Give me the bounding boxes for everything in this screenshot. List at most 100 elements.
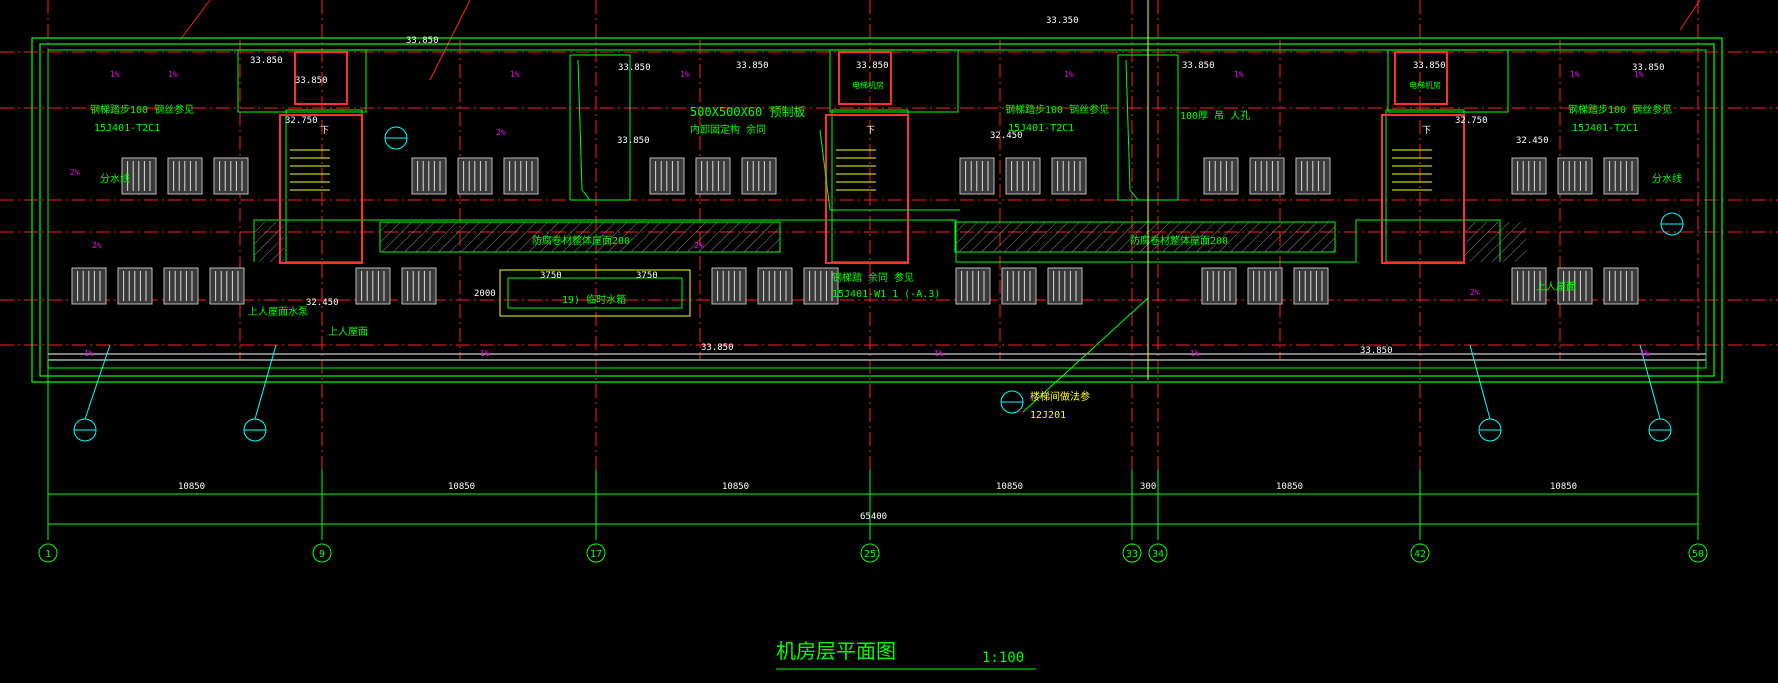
central-box-dim2: 3750: [636, 271, 658, 281]
axis-bubble-42: 42: [1410, 543, 1430, 563]
elev-top: 33.350: [1046, 16, 1079, 26]
rooftop-unit: [1511, 267, 1547, 305]
rooftop-unit: [1557, 267, 1593, 305]
rooftop-unit: [955, 267, 991, 305]
left-note: 钢梯踏步100 钢丝参见: [90, 103, 194, 116]
wall-accents: [279, 51, 1465, 264]
walkway-ref: 15J401-W1 1 (-A.3): [832, 289, 940, 300]
dimension-texts: 10850 10850 10850 10850 300 10850 10850 …: [178, 482, 1577, 522]
elev-10: 32.750: [285, 116, 318, 126]
rooftop-unit: [1557, 157, 1593, 195]
rooftop-unit: [209, 267, 245, 305]
leader-lines: [577, 59, 1139, 211]
elev-14: 32.450: [306, 298, 339, 308]
elev-6: 33.850: [856, 61, 889, 71]
equipment-panel: 500X500X60 预制板: [690, 105, 805, 119]
callout-1-ref: 12J201: [1030, 410, 1066, 421]
svg-text:1%: 1%: [110, 70, 120, 79]
svg-text:2%: 2%: [496, 128, 506, 137]
mid-note: 钢梯踏步100 钢丝参见: [1005, 103, 1109, 116]
dimension-lines: [47, 360, 1699, 540]
svg-text:33: 33: [1126, 549, 1138, 560]
svg-text:25: 25: [864, 549, 876, 560]
svg-text:1%: 1%: [510, 70, 520, 79]
elev-2: 33.850: [250, 56, 283, 66]
rooftop-unit: [163, 267, 199, 305]
elev-17: 33.850: [617, 136, 650, 146]
drawing-title: 机房层平面图: [776, 639, 896, 663]
rooftop-unit: [1047, 267, 1083, 305]
drawing-scale: 1:100: [982, 650, 1024, 666]
svg-text:2%: 2%: [92, 241, 102, 250]
stair-label-3: 下: [1422, 126, 1431, 136]
rooftop-unit: [711, 267, 747, 305]
mid-ref: 15J401-T2C1: [1008, 123, 1074, 134]
rooftop-unit: [695, 157, 731, 195]
axis-bubble-17: 17: [586, 543, 606, 563]
rooftop-unit: [1249, 157, 1285, 195]
rooftop-unit: [1603, 157, 1639, 195]
axis-bubble-25: 25: [860, 543, 880, 563]
rooftop-unit: [167, 157, 203, 195]
elev-12: 32.450: [990, 131, 1023, 141]
rooftop-unit: [1295, 157, 1331, 195]
detail-callouts: [73, 126, 1684, 442]
roof-label-2: 上人屋面: [1536, 281, 1576, 293]
rooftop-unit: [1511, 157, 1547, 195]
elev-3: 33.850: [295, 76, 328, 86]
axis-bubble-34: 34: [1148, 543, 1168, 563]
rooftop-units: [71, 157, 1639, 305]
plan-notes: 钢梯踏步100 钢丝参见 15J401-T2C1 钢梯踏步100 钢丝参见 15…: [90, 80, 1682, 338]
rooftop-unit: [411, 157, 447, 195]
elev-5: 33.850: [736, 61, 769, 71]
drain-1: 分水线: [100, 172, 130, 185]
hole-note: 100厚 吊 人孔: [1180, 110, 1250, 122]
axis-bubble-1: 1: [38, 543, 58, 563]
rooftop-unit: [213, 157, 249, 195]
dim-seg-6: 10850: [1276, 482, 1303, 492]
svg-text:1%: 1%: [84, 349, 94, 358]
rooftop-unit: [457, 157, 493, 195]
svg-text:42: 42: [1414, 549, 1426, 560]
diagonal-reference-lines: [179, 0, 1701, 81]
rooftop-unit: [803, 267, 839, 305]
elev-9: 33.850: [1632, 63, 1665, 73]
svg-text:1: 1: [45, 549, 51, 560]
rooftop-unit: [1001, 267, 1037, 305]
axis-bubble-9: 9: [312, 543, 332, 563]
svg-text:1%: 1%: [168, 70, 178, 79]
water-label: 上人屋面水泵: [248, 306, 308, 318]
rooftop-unit: [117, 267, 153, 305]
rooftop-unit: [959, 157, 995, 195]
svg-text:9: 9: [319, 549, 325, 560]
rooftop-unit: [355, 267, 391, 305]
rooftop-unit: [121, 157, 157, 195]
svg-text:2%: 2%: [70, 168, 80, 177]
elev-16: 33.850: [1360, 346, 1393, 356]
rooftop-unit: [1603, 267, 1639, 305]
right-ref: 15J401-T2C1: [1572, 123, 1638, 134]
rooftop-unit: [1293, 267, 1329, 305]
building-outline: [31, 37, 1723, 383]
rooftop-unit: [503, 157, 539, 195]
lift-room-2: 电梯机房: [1409, 80, 1441, 90]
horizontal-axis-lines: [0, 51, 1778, 346]
svg-text:1%: 1%: [1570, 70, 1580, 79]
stair-label-2: 下: [866, 126, 875, 136]
axis-bubble-50: 50: [1688, 543, 1708, 563]
elev-7: 33.850: [1182, 61, 1215, 71]
svg-text:2%: 2%: [1470, 288, 1480, 297]
stair-treads: [290, 149, 1432, 191]
rooftop-unit: [649, 157, 685, 195]
callout-leader: [1022, 297, 1149, 413]
dim-total: 65400: [860, 512, 887, 522]
elev-1: 33.850: [406, 36, 439, 46]
elev-15: 33.850: [701, 343, 734, 353]
rooftop-unit: [1247, 267, 1283, 305]
axis-bubble-33: 33: [1122, 543, 1142, 563]
svg-text:17: 17: [590, 549, 602, 560]
svg-text:1%: 1%: [1064, 70, 1074, 79]
hatch-band-1: 防腐卷材整体屋面200: [532, 234, 630, 247]
